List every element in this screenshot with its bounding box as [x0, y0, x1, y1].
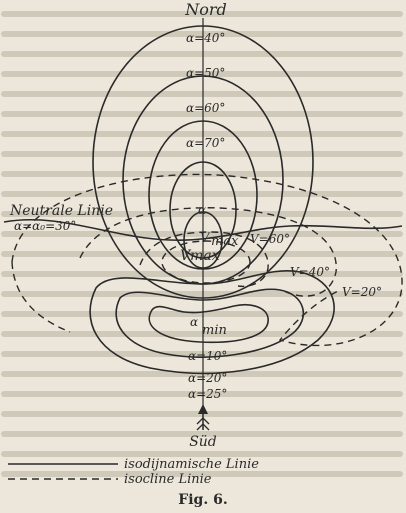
isoclinic-curve-20 [11, 173, 403, 347]
max-label: max [211, 234, 239, 249]
isoclinic-curve-vmax [161, 240, 251, 284]
legend-solid-label: isodijnamische Linie [124, 457, 259, 472]
legend-dashed-label: isocline Linie [124, 472, 212, 487]
south-arrow-feathers [196, 417, 210, 431]
alpha-label-50: α=50° [186, 66, 225, 80]
alpha-label-60: α=60° [186, 101, 225, 115]
v20-label: V=20° [342, 285, 382, 299]
isodynamic-curve-20 [115, 288, 304, 358]
vmax-label: Vmax [180, 248, 220, 264]
alpha-label-70: α=70° [186, 136, 225, 150]
alpha-label-25: α=25° [188, 387, 227, 401]
neutral-line-label: Neutrale Linie [9, 203, 113, 219]
isodynamic-curve-40 [92, 25, 314, 299]
isodynamic-curves-south [89, 270, 335, 375]
alpha-label-10: α=10° [188, 349, 227, 363]
neutral-alpha-label: α=α₀=30° [14, 219, 76, 233]
min-label: min [202, 323, 227, 338]
isoclinic-curve-40 [79, 207, 337, 297]
north-label: Nord [184, 0, 227, 19]
isoclinic-curve-20-lower [11, 261, 71, 333]
v40-label: V=40° [290, 265, 330, 279]
isodynamic-curve-10 [89, 270, 335, 375]
min-alpha-symbol: α [190, 315, 198, 329]
isodynamic-curve-60 [148, 120, 258, 270]
v-center-label: V [200, 231, 211, 246]
neutral-line [3, 218, 403, 241]
isodynamic-curve-70 [169, 161, 237, 259]
isodynamic-curve-min [148, 304, 269, 344]
alpha-label-20: α=20° [188, 371, 227, 385]
v60-label: V=60° [250, 232, 290, 246]
south-arrow-head [198, 404, 208, 414]
south-label: Süd [189, 434, 217, 450]
alpha-label-40: α=40° [186, 31, 225, 45]
figure-caption: Fig. 6. [178, 492, 228, 508]
max-alpha-symbol: α [198, 203, 206, 217]
